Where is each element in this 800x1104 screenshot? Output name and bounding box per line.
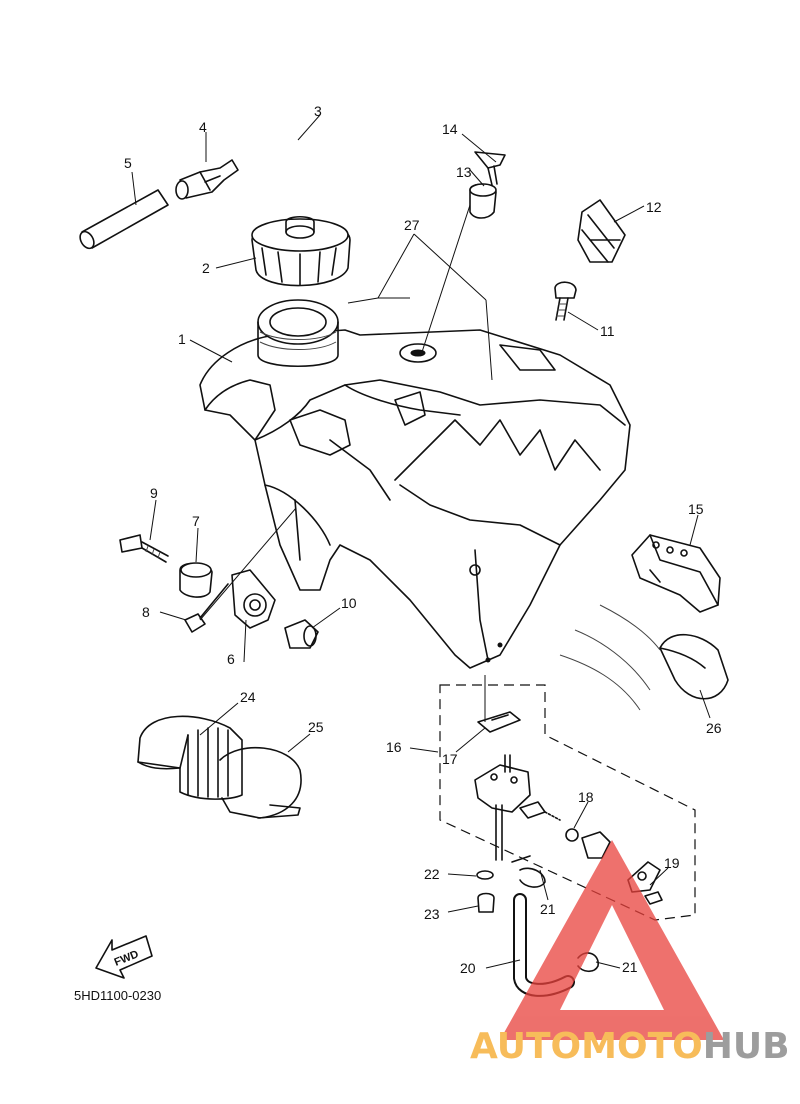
vent-pipe xyxy=(79,189,169,250)
callout-12: 12 xyxy=(646,199,662,215)
callout-15: 15 xyxy=(688,501,704,517)
callout-23: 23 xyxy=(424,906,440,922)
callout-6: 6 xyxy=(227,651,235,667)
watermark: AUTOMOTOHUB xyxy=(470,840,790,1067)
fuel-cock-assembly xyxy=(439,684,696,921)
callout-9: 9 xyxy=(150,485,158,501)
callout-8: 8 xyxy=(142,604,150,620)
diagram-code: 5HD1100-0230 xyxy=(74,988,161,1003)
callout-1: 1 xyxy=(178,331,186,347)
callout-27: 27 xyxy=(404,217,420,233)
callout-13: 13 xyxy=(456,164,472,180)
callout-21b: 21 xyxy=(622,959,638,975)
callout-11: 11 xyxy=(600,323,615,339)
leader-lines xyxy=(131,114,711,969)
cover-24 xyxy=(137,715,243,800)
callout-19: 19 xyxy=(664,855,680,871)
callout-24: 24 xyxy=(240,689,256,705)
callout-26: 26 xyxy=(706,720,722,736)
callout-22: 22 xyxy=(424,866,440,882)
damper-26 xyxy=(559,604,729,711)
callout-14: 14 xyxy=(442,121,458,137)
mount-hardware xyxy=(119,534,319,649)
bolt-11 xyxy=(554,281,577,321)
callout-2: 2 xyxy=(202,260,210,276)
band-25 xyxy=(219,746,302,819)
band-clip xyxy=(577,199,626,263)
seat-band xyxy=(631,534,721,613)
breather-hose xyxy=(245,131,317,200)
callout-4: 4 xyxy=(199,119,207,135)
damper-screw xyxy=(469,151,506,219)
watermark-text-part2: HUB xyxy=(703,1026,790,1067)
callout-18: 18 xyxy=(578,789,594,805)
callout-25: 25 xyxy=(308,719,324,735)
callout-20: 20 xyxy=(460,960,476,976)
watermark-text-part1: AUTOMOTO xyxy=(470,1026,703,1067)
callout-5: 5 xyxy=(124,155,132,171)
callout-17: 17 xyxy=(442,751,458,767)
callout-10: 10 xyxy=(341,595,357,611)
fwd-arrow: FWD xyxy=(95,935,153,979)
callout-3: 3 xyxy=(314,103,322,119)
svg-text:AUTOMOTOHUB: AUTOMOTOHUB xyxy=(470,1026,790,1067)
callout-7: 7 xyxy=(192,513,200,529)
callout-16: 16 xyxy=(386,739,402,755)
watermark-triangle-icon xyxy=(500,840,724,1040)
fuel-cap xyxy=(251,215,351,287)
callout-labels: 1 2 3 4 5 6 7 8 9 10 11 12 13 14 15 16 1… xyxy=(124,103,722,976)
fuel-tank xyxy=(199,299,631,669)
callout-21a: 21 xyxy=(540,901,556,917)
check-valve xyxy=(175,159,239,200)
